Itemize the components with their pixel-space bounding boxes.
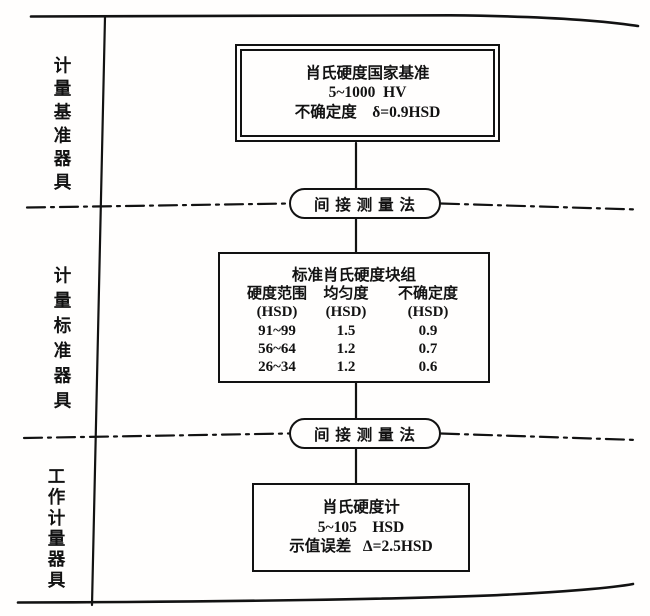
column-unit: (HSD) (407, 304, 449, 321)
column-unit: (HSD) (325, 304, 367, 321)
table-cell: 56~64 (258, 340, 296, 357)
indirect-measurement-method-pill-2: 间 接 测 量 法 (289, 418, 441, 449)
table-cell: 26~34 (258, 359, 296, 376)
national-standard-box-inner: 肖氏硬度国家基准 5~1000 HV 不确定度 δ=0.9HSD (240, 49, 495, 137)
table-cell: 1.2 (336, 340, 356, 357)
indirect-measurement-method-label-1: 间 接 测 量 法 (313, 196, 416, 214)
divider-1-right-dashdot (439, 202, 639, 211)
divider-2-right-dashdot (439, 432, 639, 442)
standard-hardness-blocks-title: 标准肖氏硬度块组 (291, 267, 416, 284)
section-label-working-measuring-instruments: 工作计量器具 (46, 467, 66, 592)
shore-hardness-tester-title: 肖氏硬度计 (322, 499, 400, 517)
table-cell: 0.9 (418, 322, 438, 339)
section-label-primary-standard-instruments: 计量基准器具 (52, 56, 72, 196)
shore-hardness-tester-box: 肖氏硬度计 5~105 HSD 示值误差 Δ=2.5HSD (252, 483, 470, 572)
top-border-line (29, 13, 640, 28)
section-label-measurement-standard-instruments: 计量标准器具 (52, 266, 72, 416)
indirect-measurement-method-label-2: 间 接 测 量 法 (313, 426, 416, 444)
table-cell: 1.5 (336, 322, 356, 339)
table-cell: 1.2 (336, 359, 356, 376)
standard-hardness-blocks-box: 标准肖氏硬度块组 硬度范围 (HSD) 91~99 56~64 26~34 均匀… (218, 252, 490, 383)
table-column-uncertainty: 不确定度 (HSD) 0.9 0.7 0.6 (368, 285, 488, 376)
national-standard-uncertainty: 不确定度 δ=0.9HSD (294, 103, 441, 121)
divider-1-left-dashdot (25, 202, 291, 209)
divider-2-left-dashdot (22, 432, 291, 440)
column-unit: (HSD) (256, 304, 298, 321)
national-standard-range: 5~1000 HV (328, 84, 407, 102)
indirect-measurement-method-pill-1: 间 接 测 量 法 (289, 188, 441, 219)
column-header: 均匀度 (323, 286, 369, 302)
table-cell: 0.6 (418, 359, 438, 376)
shore-hardness-tester-error: 示值误差 Δ=2.5HSD (289, 538, 433, 556)
left-separator-line (90, 15, 107, 607)
table-cell: 0.7 (418, 340, 438, 357)
national-standard-box: 肖氏硬度国家基准 5~1000 HV 不确定度 δ=0.9HSD (235, 44, 500, 142)
table-column-uniformity: 均匀度 (HSD) 1.5 1.2 1.2 (286, 285, 406, 376)
column-header: 不确定度 (397, 286, 458, 302)
bottom-border-line (16, 582, 635, 604)
national-standard-title: 肖氏硬度国家基准 (305, 64, 430, 82)
table-column-hardness-range: 硬度范围 (HSD) 91~99 56~64 26~34 (220, 285, 334, 376)
table-cell: 91~99 (258, 322, 296, 339)
shore-hardness-tester-range: 5~105 HSD (317, 518, 405, 536)
column-header: 硬度范围 (246, 286, 307, 302)
